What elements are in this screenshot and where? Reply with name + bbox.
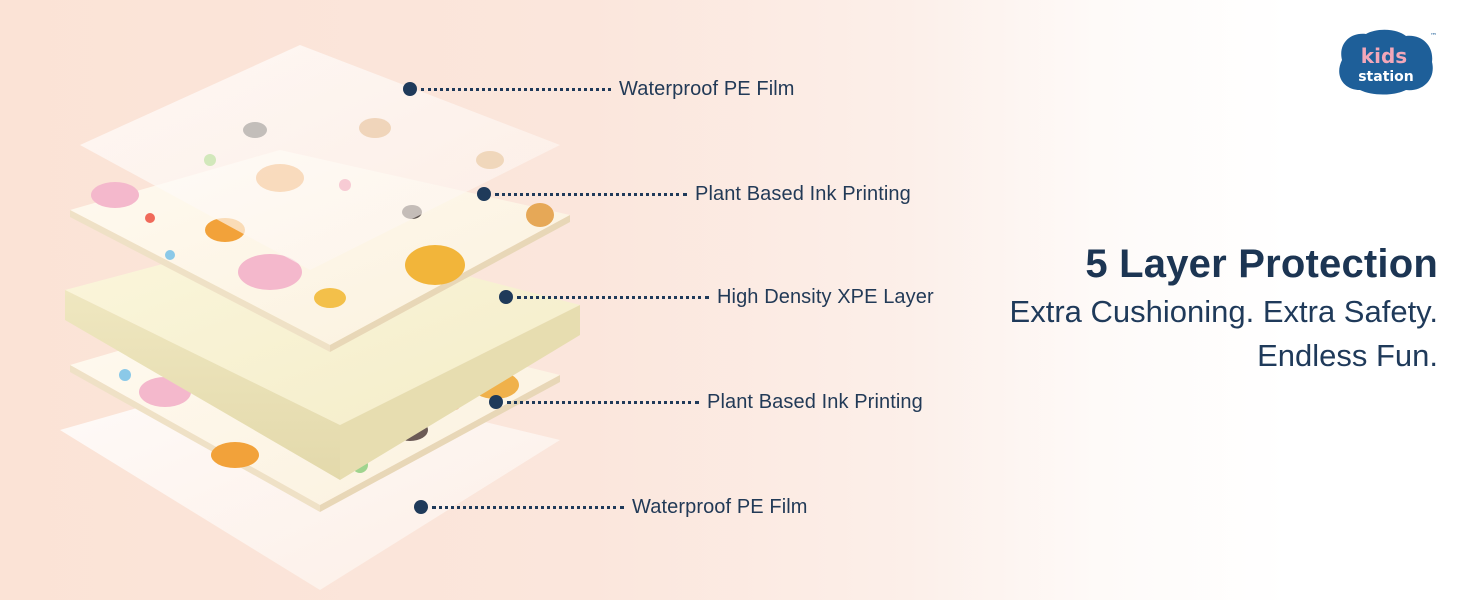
layer-top-film <box>80 45 560 270</box>
callout-plant-based-ink-printing-lower: Plant Based Ink Printing <box>489 390 923 414</box>
callout-leader-line <box>421 87 611 91</box>
logo-trademark: ™ <box>1430 32 1437 40</box>
callout-label: Plant Based Ink Printing <box>707 390 923 413</box>
logo-text-kids: kids <box>1361 44 1407 68</box>
headline-subtitle-line1: Extra Cushioning. Extra Safety. <box>1009 294 1438 329</box>
exploded-mat-illustration <box>60 45 580 590</box>
callout-dot-icon <box>489 395 503 409</box>
callout-dot-icon <box>403 82 417 96</box>
callout-plant-based-ink-printing-upper: Plant Based Ink Printing <box>477 182 911 206</box>
callout-label: Waterproof PE Film <box>619 77 795 100</box>
callout-waterproof-pe-film-bottom: Waterproof PE Film <box>414 495 808 519</box>
callout-leader-line <box>432 505 624 509</box>
callout-dot-icon <box>477 187 491 201</box>
logo-text-station: station <box>1358 69 1414 85</box>
callout-dot-icon <box>499 290 513 304</box>
callout-label: Waterproof PE Film <box>632 495 808 518</box>
headline-subtitle-line2: Endless Fun. <box>1257 338 1438 373</box>
callout-leader-line <box>507 400 699 404</box>
logo-badge: kids station ™ <box>1339 29 1437 95</box>
callout-high-density-xpe-layer: High Density XPE Layer <box>499 285 934 309</box>
headline-block: 5 Layer Protection Extra Cushioning. Ext… <box>1010 240 1438 376</box>
kids-station-logo: kids station ™ <box>1332 26 1438 98</box>
callout-leader-line <box>517 295 709 299</box>
callout-dot-icon <box>414 500 428 514</box>
headline-title: 5 Layer Protection <box>1085 242 1438 286</box>
callout-leader-line <box>495 192 687 196</box>
callout-waterproof-pe-film-top: Waterproof PE Film <box>403 77 795 101</box>
callout-label: Plant Based Ink Printing <box>695 182 911 205</box>
callout-label: High Density XPE Layer <box>717 285 934 308</box>
